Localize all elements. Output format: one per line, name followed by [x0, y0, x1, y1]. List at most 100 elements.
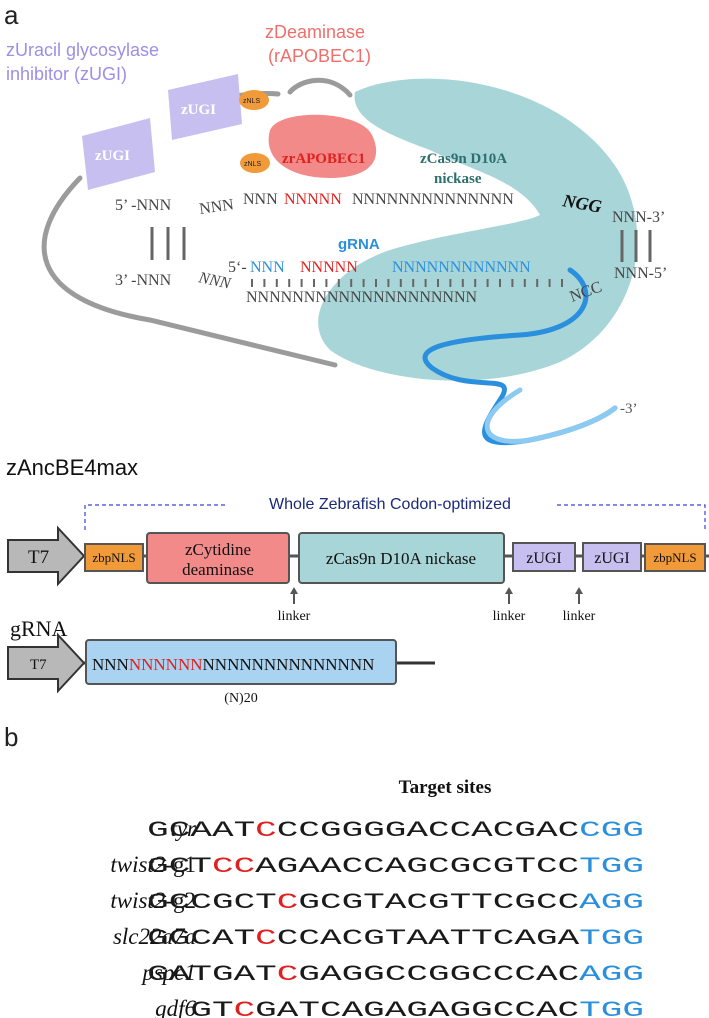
bottom-strand-suffix: NNN-5’ — [614, 265, 667, 282]
target-gene-symbol: pspc1 — [140, 960, 196, 985]
construct-nls-right-label: zbpNLS — [653, 550, 696, 565]
panel-a-label: a — [4, 0, 19, 30]
grna-scaffold-light — [484, 387, 618, 444]
grna-spacer-box — [85, 639, 397, 685]
bracket-label-bg — [225, 494, 555, 514]
grna-strand-post: NNNNNNNNNNNN — [392, 259, 531, 276]
linker-marker-1: linker — [278, 587, 311, 624]
grna-t7-label: T7 — [30, 657, 47, 673]
target-edit-base: C — [277, 962, 299, 987]
construct-ugi-2-label: zUGI — [594, 550, 630, 567]
target-gene-symbol: twist2 — [110, 852, 165, 877]
target-gene-name: twist2-g2 — [110, 888, 196, 913]
construct-title: zAncBE4max — [6, 455, 138, 480]
target-pam: CGG — [579, 818, 644, 843]
linker-label-2: linker — [493, 609, 526, 624]
linker-left-loop — [41, 175, 338, 368]
ugi-title-line1: zUracil glycosylase — [6, 40, 159, 60]
target-edit-base: C — [277, 890, 299, 915]
target-gene-name: tyr — [170, 816, 197, 841]
grna-spacer-seq: NNNNNNNNNNNNNNNNNNNNNNN — [92, 655, 374, 674]
grna-spacer-post: NNNNNNNNNNNNNN — [203, 655, 375, 674]
target-guide-suffix: -g1 — [165, 852, 196, 877]
target-gene-symbol: twist2 — [110, 888, 165, 913]
ugi-title-line2: inhibitor (zUGI) — [6, 64, 127, 84]
top-strand-suffix: NNN-3’ — [612, 209, 665, 226]
target-protospacer: GATCAGAGAGGCCAC — [255, 998, 579, 1018]
top-strand-prefix: 5’ -NNN — [115, 197, 172, 214]
nls-top-label: zNLS — [243, 98, 260, 105]
ugi-block-2: zUGI — [168, 74, 242, 140]
target-protospacer: GCGTACGTTCGCC — [298, 890, 579, 915]
panel-b-label: b — [4, 722, 18, 752]
target-edit-base: C — [255, 926, 277, 951]
top-strand-edit: NNNNN — [284, 191, 342, 208]
target-gene-symbol: slc22a7a — [113, 924, 196, 949]
top-strand-post: NNNNNNNNNNNNNN — [352, 191, 514, 208]
deaminase-title-line1: zDeaminase — [265, 22, 365, 42]
target-sites-header: Target sites — [399, 777, 492, 798]
target-pam: AGG — [579, 962, 644, 987]
basepair-bars-right — [620, 230, 652, 262]
hybridization-ticks — [251, 279, 563, 287]
bottom-strand-middle: NNNNNNNNNNNNNNNNNNNN — [246, 289, 478, 306]
ugi-block-2-label: zUGI — [181, 102, 216, 118]
nls-apobec: zNLS — [240, 153, 270, 173]
apobec-shape — [268, 114, 377, 178]
grna-strand-prefix: 5‘- — [228, 259, 247, 276]
target-pam: TGG — [579, 854, 644, 879]
construct-t7-promoter: T7 — [7, 525, 86, 587]
construct-ugi-1: zUGI — [512, 542, 576, 572]
construct-deaminase: zCytidine deaminase — [146, 532, 290, 584]
bracket-label: Whole Zebrafish Codon-optimized — [269, 496, 511, 513]
bottom-strand-prefix: 3’ -NNN — [115, 272, 172, 289]
ugi-block-1-label: zUGI — [95, 148, 130, 164]
construct-t7-label: T7 — [28, 547, 49, 568]
target-pam: TGG — [579, 998, 644, 1018]
ugi-block-1: zUGI — [82, 118, 155, 190]
linker-marker-2: linker — [493, 587, 526, 624]
target-pam: TGG — [579, 926, 644, 951]
linker-marker-3: linker — [563, 587, 596, 624]
linker-label-1: linker — [278, 609, 311, 624]
target-protospacer: AGAACCAGCGCGTCC — [255, 854, 579, 879]
basepair-bars-left — [150, 227, 186, 260]
grna-t7-promoter: T7 — [7, 632, 86, 694]
target-protospacer: GT — [190, 998, 233, 1018]
cas9-label-line1: zCas9n D10A — [420, 151, 507, 167]
construct-deaminase-line2: deaminase — [182, 560, 254, 579]
grna-spacer-edit: NNNNNN — [129, 655, 203, 674]
construct-ugi-1-label: zUGI — [526, 550, 562, 567]
target-gene-name: slc22a7a — [113, 924, 196, 949]
construct-ugi-2: zUGI — [582, 542, 642, 572]
construct-nls-right: zbpNLS — [644, 543, 706, 572]
nls-apobec-label: zNLS — [244, 161, 261, 168]
top-strand-pre: NNN — [243, 191, 278, 208]
bottom-strand-twisted: NNN — [196, 269, 233, 293]
target-gene-name: gdf6 — [155, 996, 196, 1018]
target-gene-name: twist2-g1 — [110, 852, 196, 877]
target-gene-symbol: tyr — [170, 816, 197, 841]
construct-cas9-label: zCas9n D10A nickase — [326, 549, 476, 568]
target-protospacer: CCACGTAATTCAGA — [277, 926, 581, 951]
grna-tail-label: -3’ — [620, 401, 638, 417]
grna-strand-pre: NNN — [250, 259, 285, 276]
cas9-label-line2: nickase — [434, 171, 482, 187]
target-protospacer: GCAAT — [147, 818, 255, 843]
nls-top: zNLS — [239, 90, 269, 110]
grna-strand-edit: NNNNN — [300, 259, 358, 276]
target-pam: AGG — [579, 890, 644, 915]
